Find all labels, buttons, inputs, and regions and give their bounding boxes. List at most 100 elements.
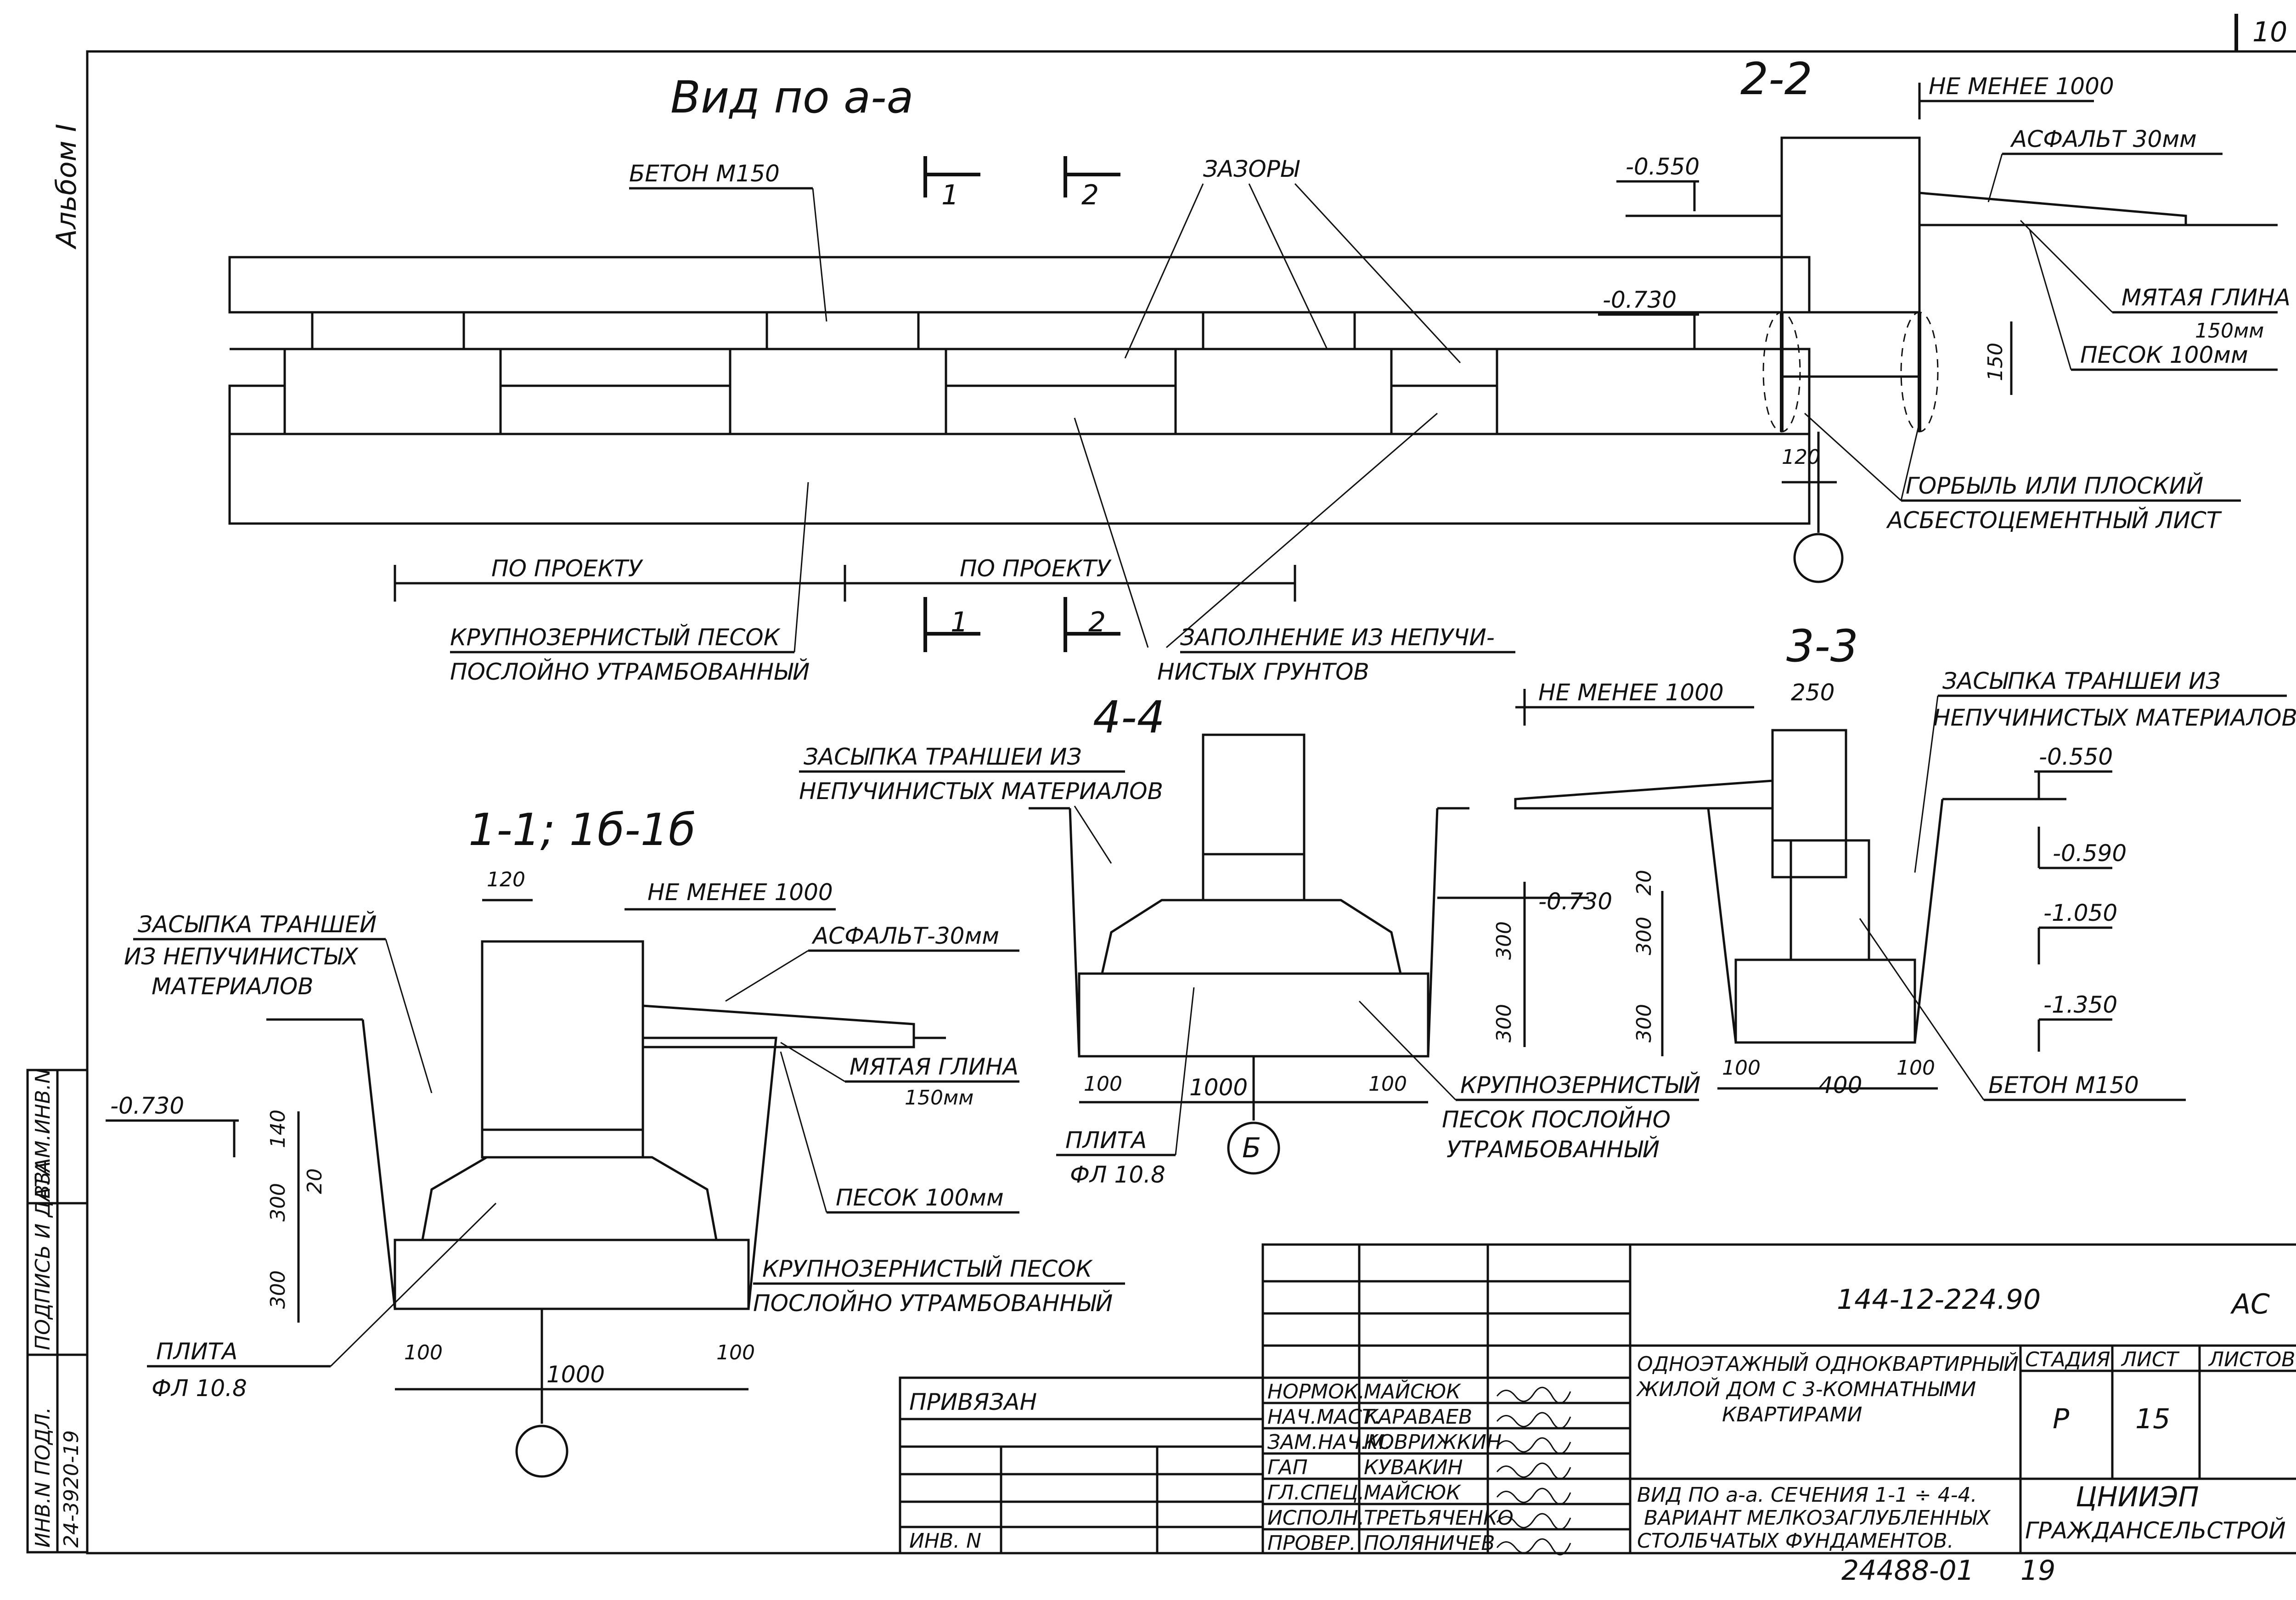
- section-3-3-title: 3-3: [1786, 620, 1858, 672]
- label-backfill-44-2: НЕПУЧИНИСТЫХ МАТЕРИАЛОВ: [799, 778, 1163, 805]
- name-6: ПОЛЯНИЧЕВ: [1364, 1532, 1495, 1555]
- label-sand-44-1: КРУПНОЗЕРНИСТЫЙ: [1460, 1071, 1700, 1099]
- view-aa: Вид по а-а 1 2 1 2 БЕТОН М1: [228, 72, 1811, 685]
- label-coarse-sand-1: КРУПНОЗЕРНИСТЫЙ ПЕСОК: [450, 624, 781, 651]
- trench-44: [1069, 808, 1439, 1058]
- dim-300-44a: 300: [1492, 921, 1516, 960]
- dim-by-project-left: ПО ПРОЕКТУ: [491, 555, 644, 582]
- foundation-block: [729, 348, 947, 435]
- title-block: ПРИВЯЗАН ИНВ. N НОРМОК. МАЙСЮК НАЧ.МАСТ.…: [899, 1243, 2296, 1587]
- sand-layer: [228, 433, 1811, 525]
- board-frame-33: [1771, 839, 1847, 879]
- stamp-signature-date: ПОДПИСЬ И ДАТА: [31, 1161, 55, 1350]
- dim-120-11: 120: [487, 868, 525, 891]
- section-4-4: 4-4 ЗАСЫПКА ТРАНШЕИ ИЗ НЕПУЧИНИСТЫХ МАТЕ…: [799, 692, 1700, 1188]
- fill-soil: [228, 384, 286, 435]
- doc-number: 144-12-224.90: [1837, 1284, 2041, 1316]
- doc-code: АС: [2230, 1288, 2270, 1320]
- concrete-pad: [765, 311, 920, 350]
- signature-scribble: [1496, 1462, 1571, 1480]
- label-gaps: ЗАЗОРЫ: [1203, 156, 1300, 182]
- dim-300-33b: 300: [1632, 1004, 1656, 1042]
- level-1050: -1.050: [2043, 900, 2117, 926]
- cut-mark-1-bottom: 1: [951, 606, 968, 638]
- cut-mark-2-bottom: 2: [1088, 606, 1106, 638]
- org-line-2: ГРАЖДАНСЕЛЬСТРОЙ: [2025, 1517, 2286, 1544]
- sand-base-44: [1078, 972, 1429, 1058]
- concrete-pad: [311, 311, 465, 350]
- label-concrete-m150: БЕТОН М150: [629, 160, 780, 187]
- label-backfill-11-2: ИЗ НЕПУЧИНИСТЫХ: [124, 943, 359, 970]
- stage-value: Р: [2053, 1403, 2070, 1435]
- label-board-1: ГОРБЫЛЬ ИЛИ ПЛОСКИЙ: [1906, 472, 2203, 499]
- label-sand-44-3: УТРАМБОВАННЫЙ: [1446, 1136, 1660, 1163]
- asphalt-layer-11: [642, 1004, 915, 1048]
- dim-min-1000-11: НЕ МЕНЕЕ 1000: [647, 879, 833, 906]
- dim-by-project-right: ПО ПРОЕКТУ: [960, 555, 1112, 582]
- signature-scribble: [1496, 1437, 1571, 1454]
- dim-250: 250: [1791, 679, 1835, 706]
- role-2: ЗАМ.НАЧ.М.: [1267, 1431, 1391, 1454]
- fill-soil: [499, 384, 732, 435]
- side-stamp: ИНВ.N ПОДЛ. ПОДПИСЬ И ДАТА ВЗАМ.ИНВ.N 24…: [26, 1068, 89, 1554]
- section-3-3: 3-3 НЕ МЕНЕЕ 1000 250 ЗАСЫПКА ТРАНШЕИ ИЗ…: [1514, 620, 2296, 1101]
- inv-label: ИНВ. N: [909, 1529, 981, 1553]
- sheet-title-2: ВАРИАНТ МЕЛКОЗАГЛУБЛЕННЫХ: [1644, 1506, 1991, 1530]
- wall-section-44: [1202, 733, 1306, 856]
- label-backfill-11-3: МАТЕРИАЛОВ: [152, 973, 314, 1000]
- dim-min-1000: НЕ МЕНЕЕ 1000: [1929, 73, 2114, 100]
- concrete-pad: [1202, 311, 1356, 350]
- label-coarse-sand-11-1: КРУПНОЗЕРНИСТЫЙ ПЕСОК: [762, 1255, 1093, 1282]
- object-line-2: ЖИЛОЙ ДОМ С 3-КОМНАТНЫМИ: [1636, 1377, 1976, 1401]
- dim-20-11: 20: [303, 1168, 326, 1194]
- label-backfill-33-2: НЕПУЧИНИСТЫХ МАТЕРИАЛОВ: [1933, 704, 2296, 731]
- fill-soil: [1390, 384, 1498, 435]
- axis-marker-11: [515, 1425, 568, 1478]
- role-3: ГАП: [1267, 1456, 1308, 1479]
- asphalt-layer: [1918, 192, 2187, 226]
- dim-300-11b: 300: [266, 1270, 290, 1309]
- trench-11: [361, 1019, 777, 1310]
- section-2-2-title: 2-2: [1740, 53, 1812, 105]
- dim-150: 150: [1984, 343, 2007, 381]
- dim-100-44b: 100: [1368, 1072, 1407, 1096]
- dim-1000-44: 1000: [1189, 1074, 1248, 1101]
- label-clay-150-11: 150мм: [905, 1086, 974, 1110]
- sheet-number: 10: [2252, 16, 2287, 48]
- cut-mark-1: 1: [941, 179, 959, 211]
- label-clay-150mm: 150мм: [2195, 319, 2264, 343]
- sheet-label: ЛИСТ: [2121, 1348, 2180, 1371]
- label-backfill-44-1: ЗАСЫПКА ТРАНШЕИ ИЗ: [804, 744, 1082, 770]
- section-1-1-title: 1-1; 1б-1б: [468, 804, 696, 856]
- object-line-3: КВАРТИРАМИ: [1722, 1403, 1862, 1426]
- label-plate-11: ПЛИТА: [156, 1338, 237, 1365]
- sheets-label: ЛИСТОВ: [2208, 1348, 2295, 1371]
- wall-section-33: [1771, 729, 1847, 842]
- level-0550: -0.550: [1626, 153, 1699, 180]
- role-6: ПРОВЕР.: [1267, 1532, 1356, 1555]
- dim-120: 120: [1782, 445, 1820, 469]
- stamp-inv-value: 24-3920-19: [60, 1430, 83, 1548]
- sheet-value: 15: [2135, 1403, 2170, 1435]
- role-5: ИСПОЛН.: [1267, 1506, 1365, 1530]
- plate-fl-11: [421, 1156, 718, 1241]
- label-asphalt-11: АСФАЛЬТ-30мм: [811, 923, 999, 949]
- section-4-4-title: 4-4: [1093, 692, 1165, 743]
- dim-20-33: 20: [1632, 870, 1656, 896]
- dim-300-33a: 300: [1632, 917, 1656, 955]
- dim-300-44b: 300: [1492, 1004, 1516, 1042]
- label-sand-100-11: ПЕСОК 100мм: [836, 1184, 1004, 1211]
- signature-scribble: [1496, 1538, 1571, 1555]
- sheet-title-3: СТОЛБЧАТЫХ ФУНДАМЕНТОВ.: [1637, 1529, 1954, 1553]
- signature-scribble: [1496, 1487, 1571, 1505]
- name-4: МАЙСЮК: [1364, 1480, 1461, 1504]
- label-fill-1: ЗАПОЛНЕНИЕ ИЗ НЕПУЧИ-: [1180, 624, 1495, 651]
- sand-base-33: [1734, 958, 1916, 1044]
- signature-scribble: [1496, 1513, 1571, 1530]
- bound-label: ПРИВЯЗАН: [909, 1389, 1037, 1415]
- dim-1000-11: 1000: [546, 1361, 605, 1388]
- level-0730-11: -0.730: [110, 1093, 184, 1119]
- name-2: КОВРИЖКИН: [1364, 1431, 1502, 1454]
- axis-b-marker: [1227, 1121, 1280, 1175]
- label-plate-fl-11: ФЛ 10.8: [152, 1375, 247, 1402]
